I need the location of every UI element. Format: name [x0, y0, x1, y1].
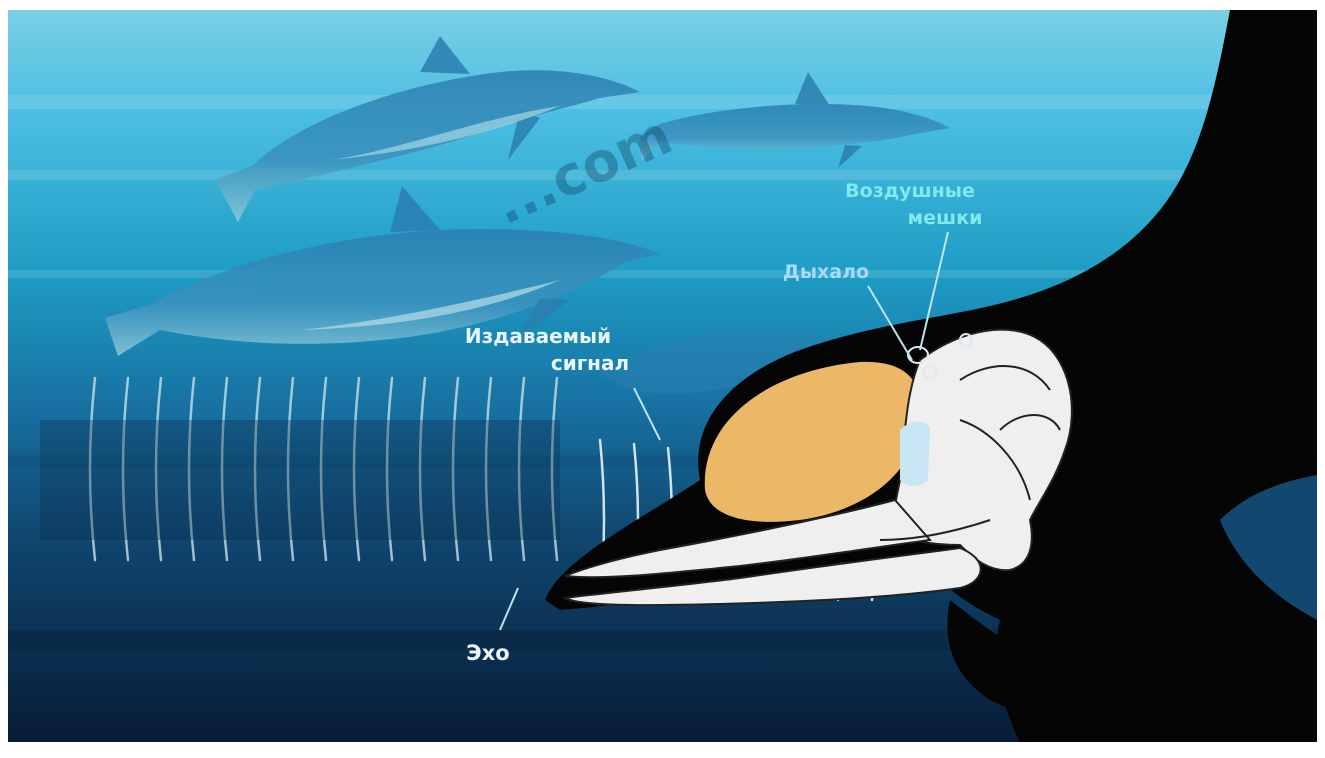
nasal-passage — [900, 421, 930, 486]
blowhole-label: Дыхало — [783, 261, 869, 283]
air-sacs-label-line1: Воздушные — [845, 180, 975, 202]
echo-region-shading — [40, 420, 560, 540]
air-sacs-label-line2: мешки — [908, 207, 983, 229]
echo-label: Эхо — [466, 641, 509, 665]
emitted-signal-label-line1: Издаваемый — [465, 324, 611, 348]
emitted-signal-label-line2: сигнал — [551, 351, 629, 375]
